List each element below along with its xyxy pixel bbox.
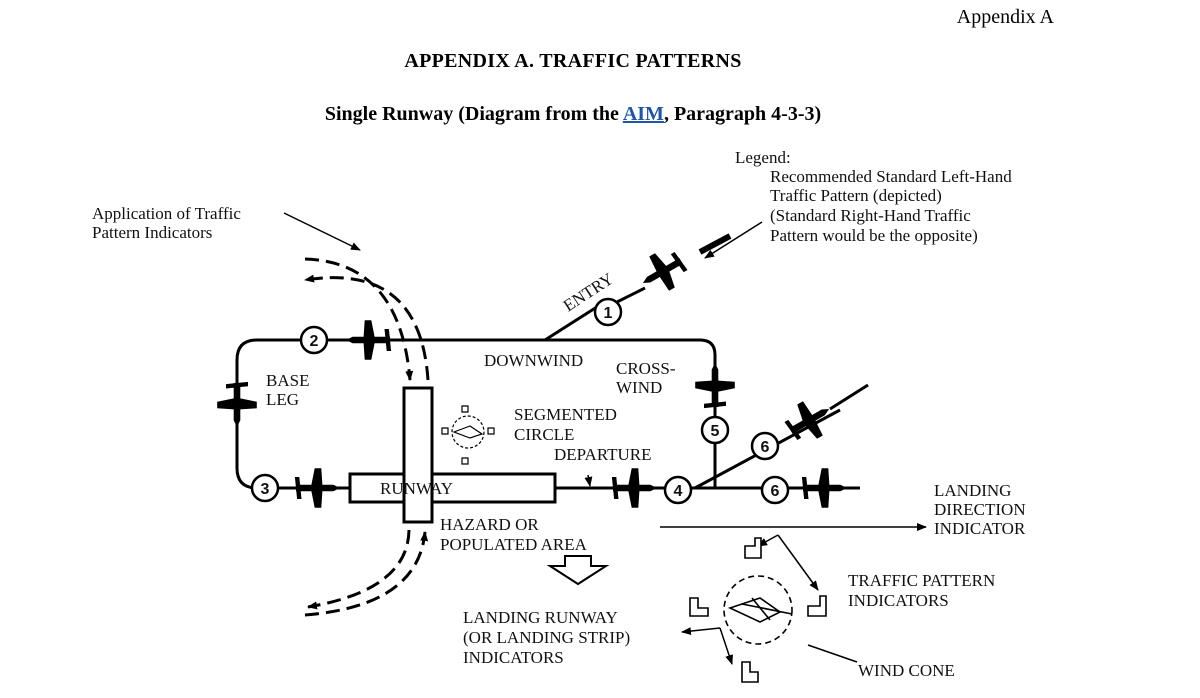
entry-dash <box>698 233 732 255</box>
runway-label: RUNWAY <box>380 479 453 498</box>
landing-direction-label-1: LANDING <box>934 481 1011 500</box>
segmented-circle-label-2: CIRCLE <box>514 425 574 444</box>
landing-direction-label-3: INDICATOR <box>934 519 1026 538</box>
hazard-arrow-icon <box>546 555 610 586</box>
leg-4-marker: 4 <box>663 475 693 505</box>
leg-5-marker: 5 <box>700 415 730 445</box>
leg-2-marker: 2 <box>299 325 329 355</box>
leg-3-label: 3 <box>261 481 270 498</box>
landing-runway-indicator-bottom <box>741 661 759 683</box>
legend-line-2: Traffic Pattern (depicted) <box>770 186 942 205</box>
leg-3-marker: 3 <box>250 473 280 503</box>
landing-runway-label-3: INDICATORS <box>463 648 564 667</box>
airplane-final-icon <box>294 468 340 508</box>
legend-heading: Legend: <box>735 148 791 167</box>
large-segmented-circle <box>723 575 793 645</box>
airplane-straight-out-icon <box>801 468 847 508</box>
appendix-label: Appendix A <box>956 6 1054 28</box>
page-title: APPENDIX A. TRAFFIC PATTERNS <box>404 50 742 72</box>
crosswind-label-1: CROSS- <box>616 359 676 378</box>
wind-cone-leader <box>807 644 858 663</box>
landing-runway-label-2: (OR LANDING STRIP) <box>463 628 630 647</box>
airplane-base-icon <box>217 381 257 427</box>
leg-6b-label: 6 <box>771 483 780 500</box>
leg-1-label: 1 <box>604 305 613 322</box>
wind-cone-label: WIND CONE <box>858 661 955 680</box>
lr-leader-1 <box>681 627 721 636</box>
subtitle-text-before: Single Runway (Diagram from the <box>324 103 623 125</box>
segmented-circle-label-1: SEGMENTED <box>514 405 617 424</box>
traffic-pattern-indicators-label-2: INDICATORS <box>848 591 949 610</box>
leg-6a-label: 6 <box>761 439 770 456</box>
runway <box>348 386 557 524</box>
small-segmented-circle <box>441 405 495 465</box>
leg-6b-marker: 6 <box>760 475 790 505</box>
pattern-indicator-arcs <box>304 257 430 617</box>
subtitle-text-after: , Paragraph 4-3-3) <box>663 103 822 125</box>
hazard-label-1: HAZARD OR <box>440 515 539 534</box>
traffic-pattern-indicator-right <box>807 595 827 617</box>
leg-1-marker: 1 <box>593 297 623 327</box>
traffic-pattern-indicators-label-1: TRAFFIC PATTERN <box>848 571 995 590</box>
application-leader <box>283 212 361 251</box>
aim-link[interactable]: AIM <box>622 103 664 125</box>
downwind-label: DOWNWIND <box>484 351 583 370</box>
airplane-departure-icon <box>611 468 657 508</box>
application-label-1: Application of Traffic <box>92 204 241 223</box>
legend-leader <box>704 221 763 259</box>
leg-6a-marker: 6 <box>750 431 780 461</box>
hazard-label-2: POPULATED AREA <box>440 535 588 554</box>
airplane-downwind-icon <box>346 320 392 360</box>
airplane-climbout-icon <box>780 391 839 449</box>
page-subtitle: Single Runway (Diagram from the AIM, Par… <box>0 103 1146 126</box>
departure-label: DEPARTURE <box>554 445 652 464</box>
leg-5-label: 5 <box>711 423 720 440</box>
application-label-2: Pattern Indicators <box>92 223 212 242</box>
leg-4-label: 4 <box>674 483 683 500</box>
leg-2-label: 2 <box>310 333 319 350</box>
legend-line-3: (Standard Right-Hand Traffic <box>770 206 971 225</box>
departure-track-end <box>829 383 869 411</box>
tp-leader-right <box>777 534 819 591</box>
legend-line-1: Recommended Standard Left-Hand <box>770 167 1012 186</box>
legend-line-4: Pattern would be the opposite) <box>770 226 978 245</box>
landing-direction-label-2: DIRECTION <box>934 500 1026 519</box>
lr-leader-2 <box>719 627 733 665</box>
landing-runway-label-1: LANDING RUNWAY <box>463 608 618 627</box>
airplane-crosswind-icon <box>695 363 735 409</box>
landing-direction-indicator <box>744 537 762 559</box>
base-label-1: BASE <box>266 371 309 390</box>
departure-arrow <box>584 474 593 487</box>
crosswind-label-2: WIND <box>616 378 662 397</box>
base-label-2: LEG <box>266 390 299 409</box>
landing-runway-indicator-left <box>689 597 709 617</box>
airplane-entry-icon <box>633 243 692 301</box>
entry-track <box>544 286 646 342</box>
